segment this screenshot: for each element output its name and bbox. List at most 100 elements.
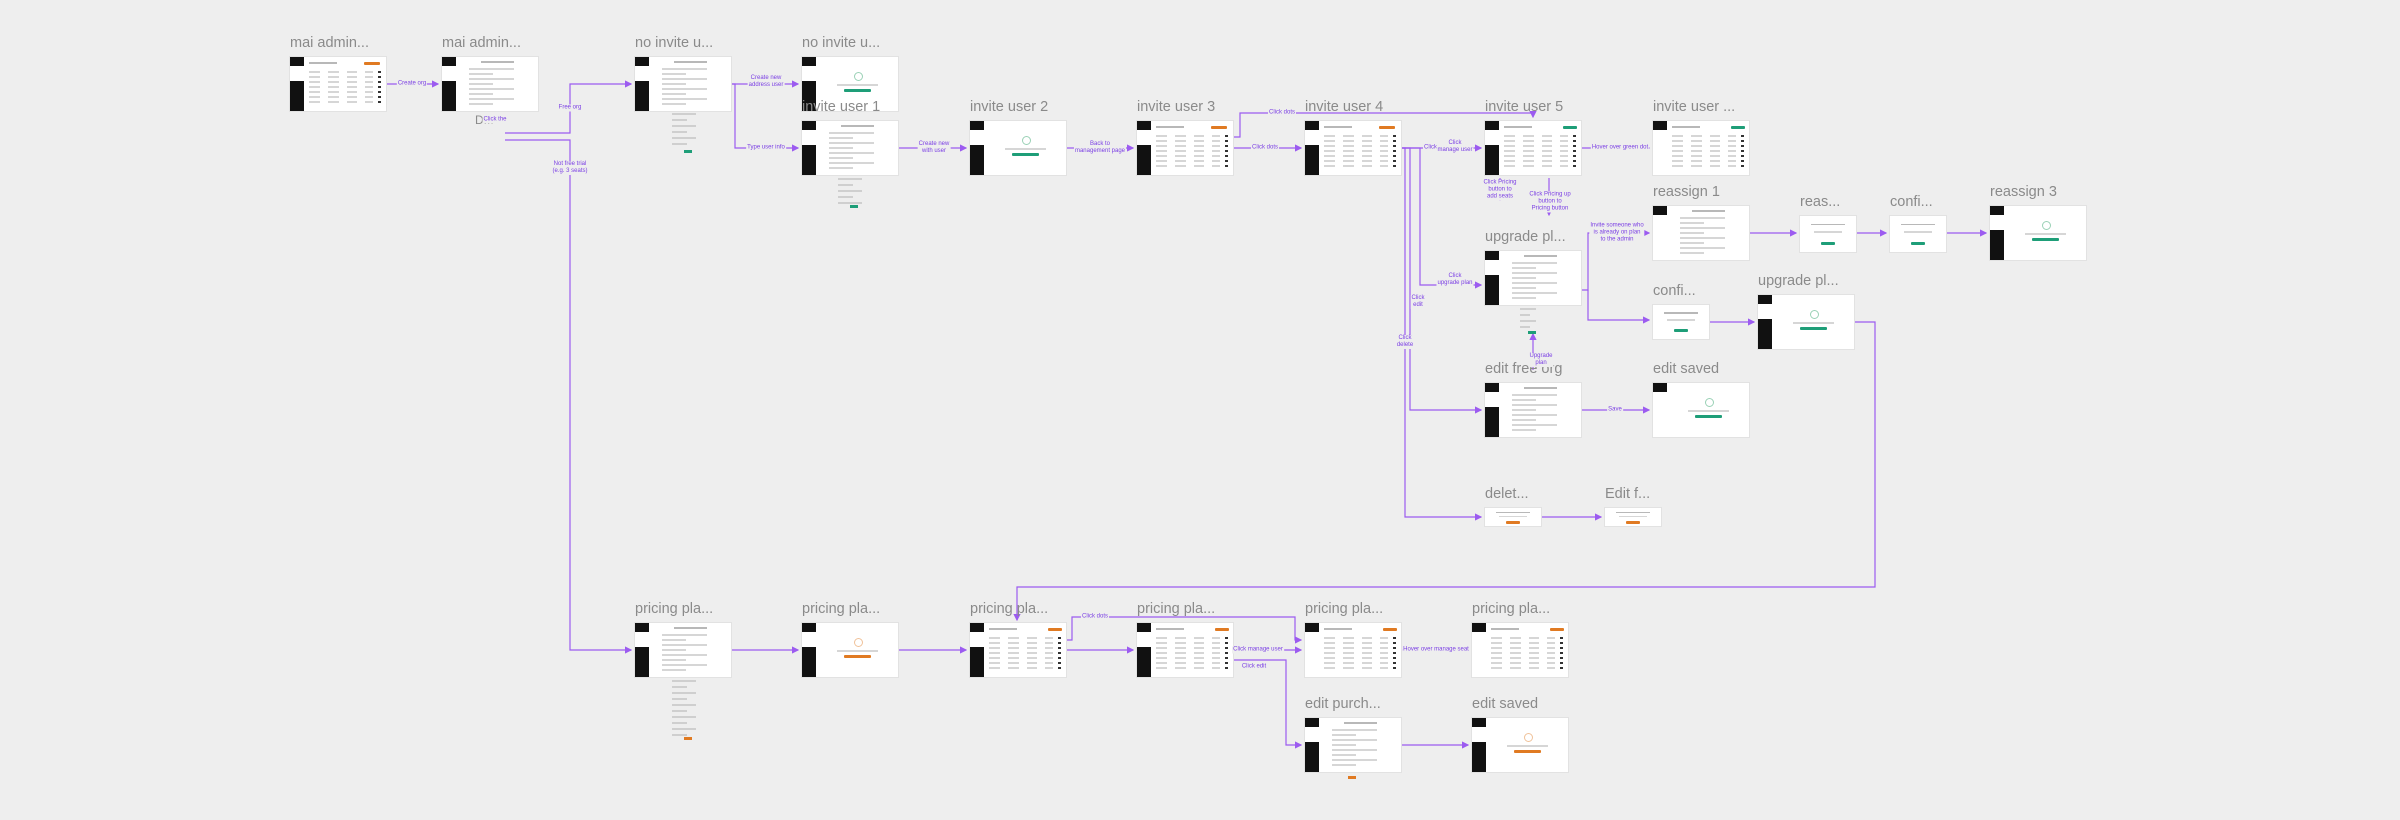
screen-frame[interactable]: pricing pla... (635, 601, 731, 677)
screen-thumbnail (635, 57, 731, 111)
content-line (309, 101, 321, 103)
content-line (1512, 297, 1537, 299)
screen-frame[interactable]: mai admin... (290, 35, 386, 111)
screen-frame[interactable]: invite user ... (1653, 99, 1749, 175)
screen-thumbnail (1890, 216, 1946, 252)
content-line (1211, 145, 1221, 147)
content-line (1225, 667, 1228, 669)
frame-title: no invite u... (635, 35, 714, 51)
sidebar (970, 623, 984, 677)
sidebar (1485, 251, 1499, 305)
screen-frame[interactable]: pricing pla... (1137, 601, 1233, 677)
content-line (662, 68, 707, 70)
content-line (1512, 287, 1537, 289)
content-line (1710, 160, 1720, 162)
content-line (1664, 312, 1698, 314)
content-line (1156, 165, 1168, 167)
screen-frame[interactable]: reas... (1800, 194, 1856, 252)
screen-frame[interactable]: pricing pla... (802, 601, 898, 677)
sidebar-panel (1137, 145, 1151, 175)
screen-frame[interactable]: D... (475, 113, 495, 139)
screen-frame[interactable]: delet... (1485, 486, 1541, 526)
content-line (1174, 657, 1186, 659)
action-button (1626, 520, 1640, 524)
screen-frame[interactable]: invite user 4 (1305, 99, 1401, 175)
action-button (1799, 327, 1828, 331)
content-line (1393, 145, 1396, 147)
content-line (309, 86, 321, 88)
content-line (1710, 165, 1720, 167)
screen-frame[interactable]: invite user 2 (970, 99, 1066, 175)
content-line (1332, 759, 1377, 761)
flow-arrow (505, 139, 633, 654)
content-line (1194, 165, 1204, 167)
content-line (662, 73, 687, 75)
screen-frame[interactable]: edit saved (1472, 696, 1568, 772)
sidebar-panel (802, 81, 816, 111)
content-line (309, 62, 338, 64)
content-line (1044, 642, 1054, 644)
logo-block (1472, 718, 1486, 727)
screen-frame[interactable]: invite user 3 (1137, 99, 1233, 175)
screen-frame[interactable]: invite user 5 (1485, 99, 1581, 175)
logo-block (1137, 121, 1151, 130)
screen-frame[interactable]: invite user 1 (802, 99, 898, 175)
content-line (1727, 140, 1737, 142)
content-line (989, 647, 1001, 649)
frame-title: invite user 3 (1137, 99, 1216, 115)
content-line (1680, 217, 1725, 219)
content-line (1342, 135, 1354, 137)
screen-frame[interactable]: pricing pla... (1472, 601, 1568, 677)
content-line (309, 76, 321, 78)
screen-frame[interactable]: confi... (1890, 194, 1946, 252)
screen-frame[interactable]: reassign 1 (1653, 184, 1749, 260)
action-button (1694, 415, 1723, 419)
action-button (2031, 238, 2060, 242)
content-line (1529, 652, 1539, 654)
content-line (989, 642, 1001, 644)
content-line (1393, 135, 1396, 137)
content-line (347, 101, 357, 103)
edge-label: Click edit (1410, 295, 1426, 309)
content-line (1393, 642, 1396, 644)
content-line (1491, 628, 1520, 630)
sidebar (1472, 623, 1486, 677)
screen-frame[interactable]: edit purch... (1305, 696, 1401, 772)
content-line (1225, 145, 1228, 147)
content-line (1560, 652, 1563, 654)
frame-title: confi... (1890, 194, 1933, 210)
frame-title: no invite u... (802, 35, 881, 51)
screen-frame[interactable]: no invite u... (802, 35, 898, 111)
screen-thumbnail (1305, 121, 1401, 175)
content-line (1512, 262, 1557, 264)
content-line (1324, 652, 1336, 654)
content-line (1393, 160, 1396, 162)
screen-frame[interactable]: upgrade pl... (1485, 229, 1581, 305)
screen-frame[interactable]: pricing pla... (970, 601, 1066, 677)
content-line (1156, 637, 1168, 639)
screen-frame[interactable]: mai admin... (442, 35, 538, 111)
content-line (327, 101, 339, 103)
screen-thumbnail (802, 121, 898, 175)
screen-frame[interactable]: reassign 3 (1990, 184, 2086, 260)
screen-frame[interactable]: pricing pla... (1305, 601, 1401, 677)
screen-frame[interactable]: confi... (1653, 283, 1709, 339)
screen-frame[interactable]: edit free org (1485, 361, 1581, 437)
screen-frame[interactable]: edit saved (1653, 361, 1749, 437)
screen-frame[interactable]: upgrade pl... (1758, 273, 1854, 349)
logo-block (970, 623, 984, 632)
content-line (347, 96, 357, 98)
screen-frame[interactable]: Edit f... (1605, 486, 1661, 526)
content-line (1225, 160, 1228, 162)
content-line (1379, 140, 1389, 142)
edge-label: Click manage user (1436, 140, 1474, 154)
content-line (1027, 662, 1037, 664)
content-line (1156, 662, 1168, 664)
content-line (662, 78, 707, 80)
content-line (1362, 662, 1372, 664)
screen-frame[interactable]: no invite u... (635, 35, 731, 111)
edge-label: Click delete (1395, 335, 1415, 349)
content-line (1044, 662, 1054, 664)
content-line (1559, 135, 1569, 137)
content-line (1573, 165, 1576, 167)
